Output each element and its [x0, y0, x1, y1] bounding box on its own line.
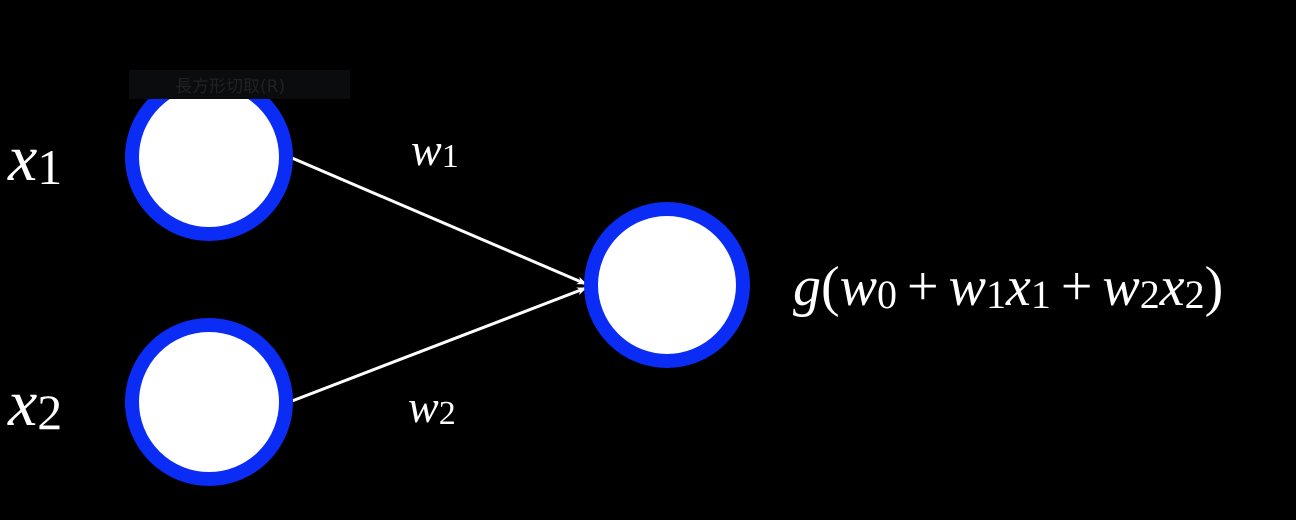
weight-label-w1: w1 — [411, 124, 459, 175]
output-node — [584, 202, 750, 368]
input-label-x1: x1 — [7, 122, 62, 195]
tooltip-overlay — [129, 70, 350, 99]
tooltip-overlay-text: 長方形切取(R) — [175, 77, 286, 97]
weight-label-w2: w2 — [408, 381, 456, 432]
edge-x1-to-output — [291, 156, 587, 286]
output-expression: g(w0+w1x1+w2x2) — [793, 256, 1223, 318]
input-node-x2 — [125, 318, 293, 486]
input-node-x1 — [125, 73, 293, 241]
input-label-x2: x2 — [7, 367, 62, 440]
edge-x2-to-output — [291, 286, 587, 403]
